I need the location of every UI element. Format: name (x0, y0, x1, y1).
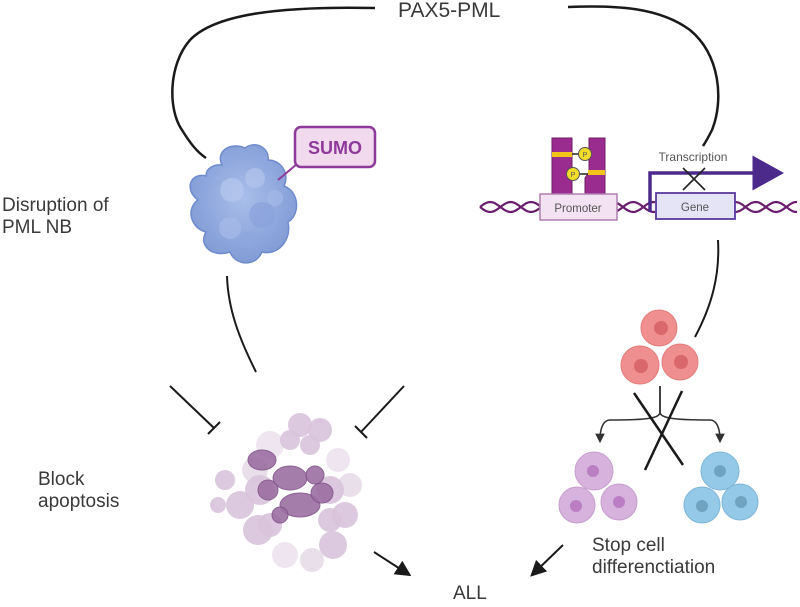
promoter-label: Promoter (554, 203, 601, 215)
dna-strand (734, 200, 798, 214)
apoptotic-fragment (271, 506, 289, 524)
connector-left-top (171, 6, 376, 160)
apoptotic-cell-icon (210, 413, 362, 572)
label-block-apoptosis: Block apoptosis (38, 469, 119, 513)
inhibit-arrow-left (169, 385, 221, 435)
dna-strand (479, 200, 541, 214)
sumo-link (277, 163, 298, 181)
apoptotic-body (280, 430, 300, 450)
transcription-label: Transcription (659, 150, 728, 164)
phospho-label: P (571, 172, 576, 179)
connector-right-top (567, 5, 720, 147)
label-outcome-all: ALL (453, 583, 487, 604)
dna-helix-icon (479, 200, 798, 214)
apoptotic-fragment (257, 479, 279, 501)
phospho-marker-icon (566, 167, 580, 181)
arrow-apoptosis-to-all (373, 551, 412, 577)
label-line: Disruption of (2, 195, 109, 216)
promoter-box: Promoter (539, 193, 618, 221)
connector-protein-down (226, 275, 257, 373)
gene-box: Gene (655, 192, 736, 220)
apoptotic-body (326, 448, 350, 472)
sumo-label: SUMO (308, 138, 362, 158)
label-stop-cell-differentiation: Stop cell differenctiation (592, 535, 715, 579)
apoptotic-body (300, 435, 320, 455)
gene-label: Gene (681, 202, 709, 214)
differentiated-cells-purple-icon (558, 451, 638, 524)
apoptotic-body (210, 497, 226, 513)
label-disruption-pml-nb: Disruption of PML NB (2, 195, 109, 239)
progenitor-cells-icon (620, 309, 699, 385)
apoptotic-body (338, 473, 362, 497)
arrow-differentiation-to-all (530, 544, 564, 577)
apoptotic-fragment (310, 482, 334, 504)
transcription-arrow (648, 155, 784, 212)
apoptotic-body (319, 531, 347, 559)
apoptotic-fragment (305, 465, 325, 485)
differentiation-blocked-icon (632, 390, 685, 471)
label-line: apoptosis (38, 491, 120, 512)
apoptotic-body (300, 548, 324, 572)
diagram-title: PAX5-PML (398, 0, 501, 22)
differentiated-cells-blue-icon (683, 451, 759, 524)
transcription-factor-icon: P P (551, 137, 606, 195)
apoptotic-body (215, 470, 235, 490)
apoptotic-fragment (279, 492, 321, 518)
pml-protein-icon (189, 144, 298, 264)
label-line: Block (38, 469, 85, 490)
phospho-marker-icon (578, 147, 592, 161)
connector-gene-down (694, 239, 720, 338)
apoptotic-fragment (247, 449, 277, 471)
inhibit-arrow-right (354, 385, 405, 439)
phospho-label: P (583, 152, 588, 159)
dna-strand (479, 200, 541, 214)
differentiation-branch (595, 386, 725, 444)
label-line: differenctiation (592, 557, 716, 578)
label-line: PML NB (2, 217, 73, 238)
apoptotic-body (226, 491, 254, 519)
apoptotic-fragment (272, 465, 308, 491)
apoptotic-body (272, 542, 298, 568)
sumo-tag: SUMO (293, 125, 377, 169)
label-line: Stop cell (592, 535, 665, 556)
apoptotic-body (318, 508, 342, 532)
transcription-blocked-icon (682, 167, 706, 191)
